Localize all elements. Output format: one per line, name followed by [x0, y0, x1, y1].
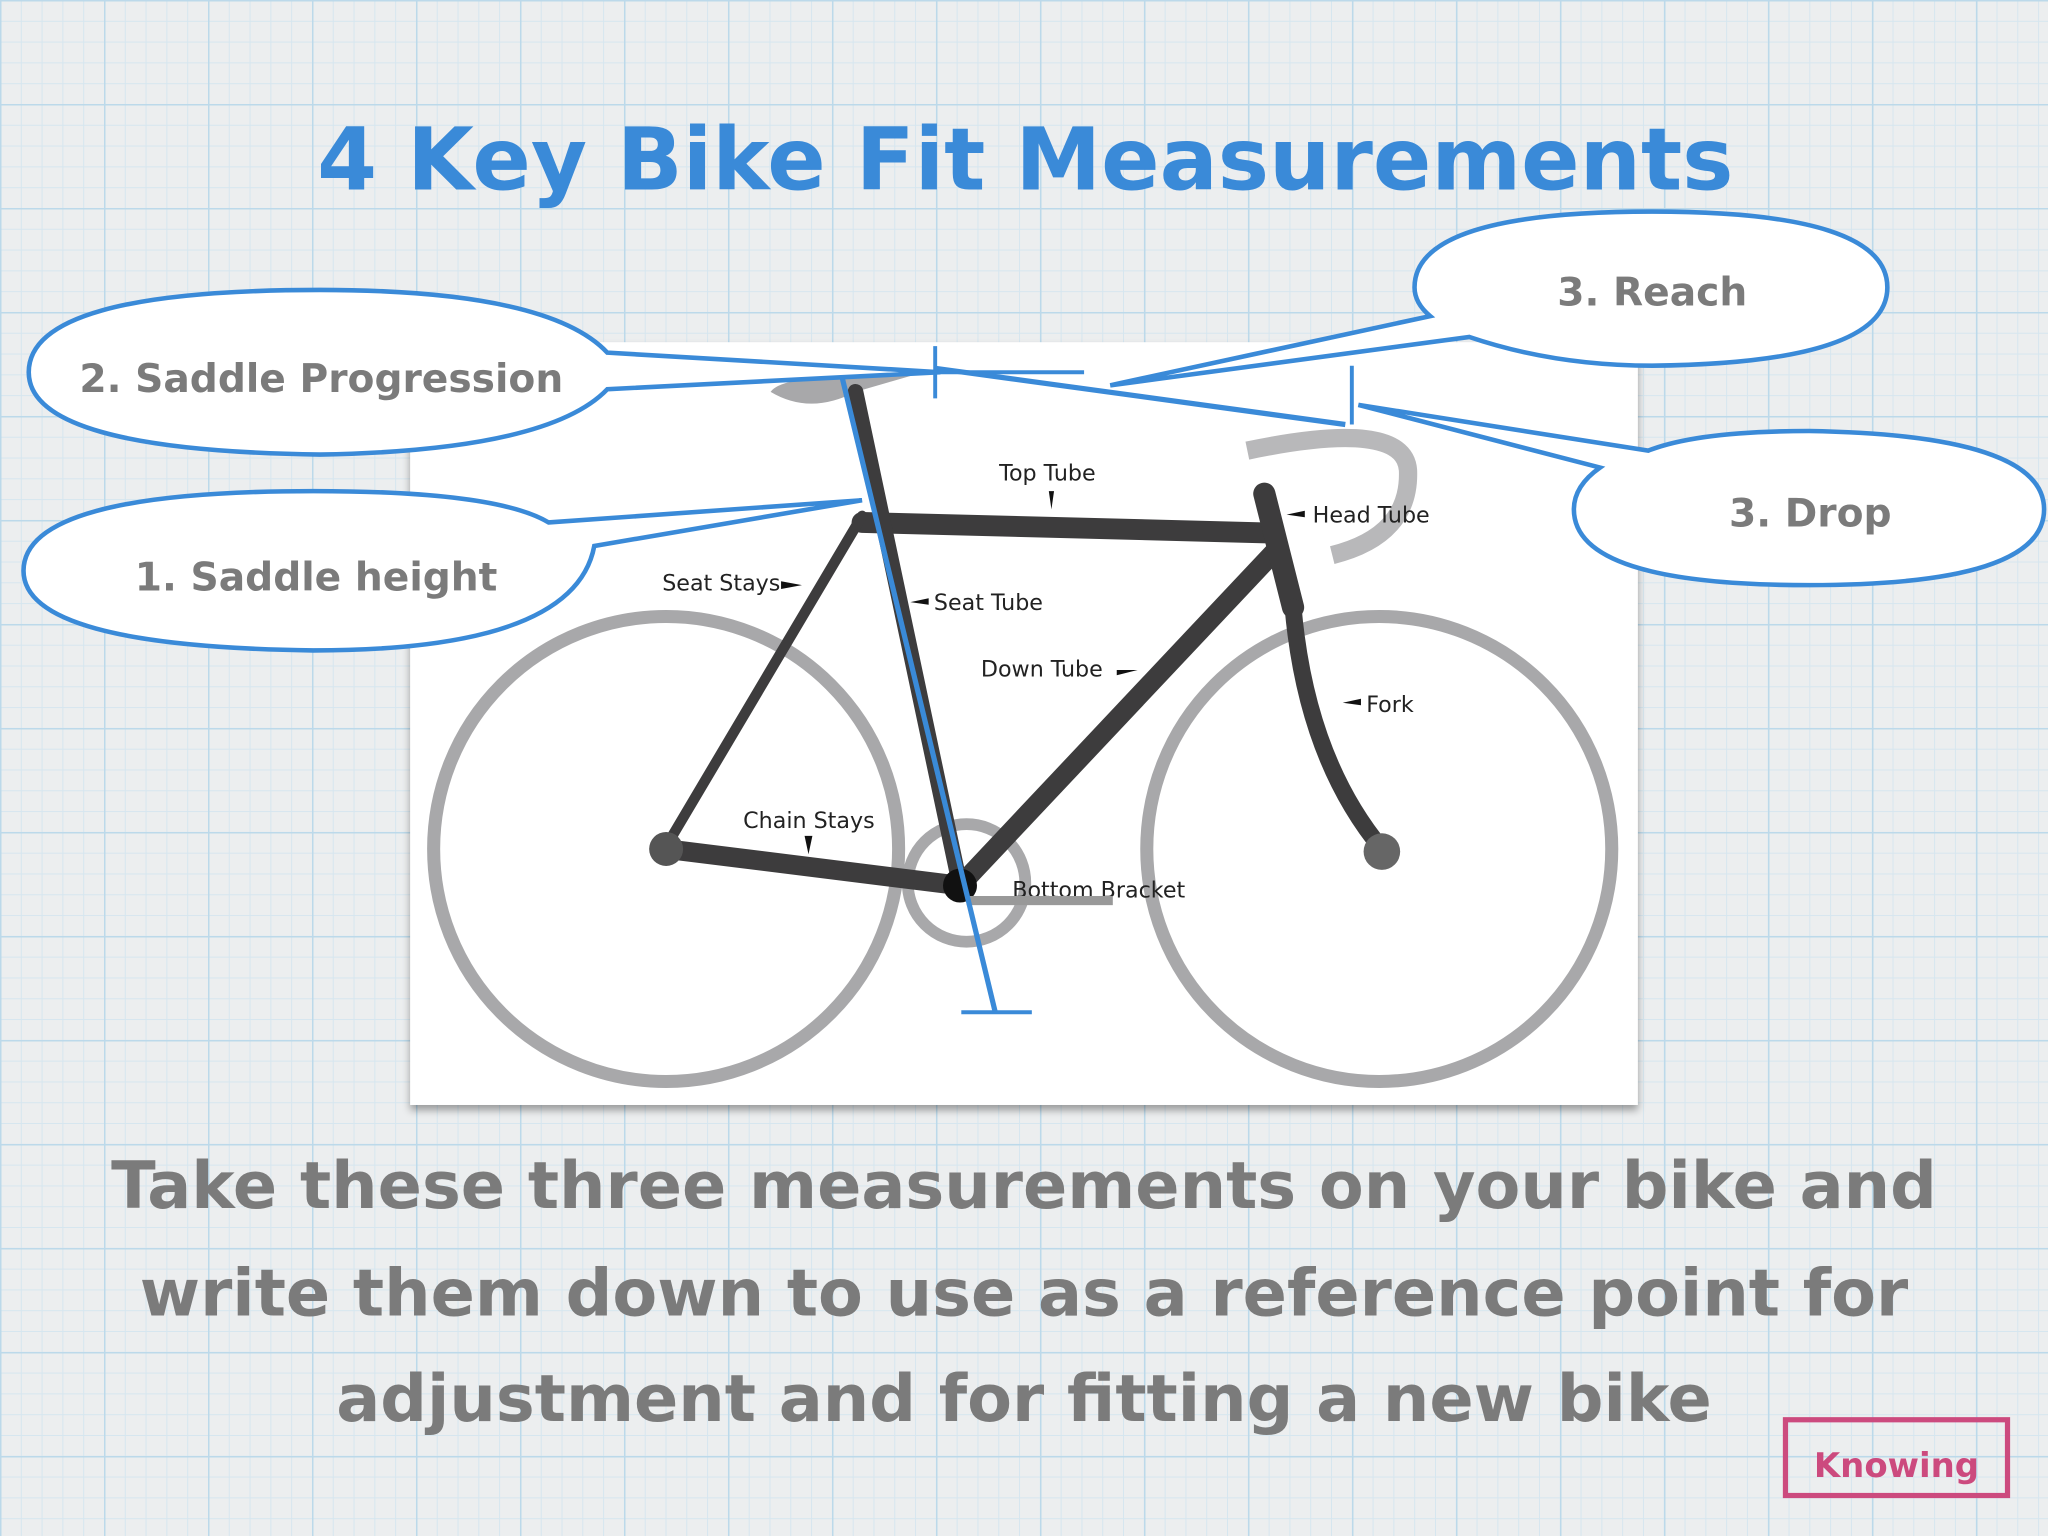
callout-text-saddle-progression: 2. Saddle Progression — [79, 357, 563, 402]
callout-drop — [1357, 402, 2047, 588]
label-top-tube: Top Tube — [998, 461, 1095, 487]
diagram-background — [410, 342, 1638, 1105]
knowing-tag: Knowing — [1814, 1446, 1979, 1486]
label-chain-stays: Chain Stays — [743, 808, 875, 834]
crank-arm — [966, 896, 1113, 906]
rear-hub — [649, 832, 684, 866]
label-fork: Fork — [1366, 692, 1414, 718]
body-line-2: write them down to use as a reference po… — [140, 1255, 1909, 1331]
callout-saddle-height — [21, 488, 863, 653]
saddle-height-line — [839, 378, 998, 1013]
head-tube — [1253, 482, 1305, 619]
handlebar — [1245, 428, 1418, 564]
body-line-3: adjustment and for fitting a new bike — [336, 1361, 1712, 1437]
callout-text-reach: 3. Reach — [1557, 271, 1747, 316]
callout-reach — [1109, 209, 1890, 388]
chain-stays — [656, 839, 970, 896]
body-line-1: Take these three measurements on your bi… — [111, 1148, 1937, 1224]
reach-line — [934, 365, 1346, 428]
label-head-tube: Head Tube — [1313, 502, 1430, 528]
callout-saddle-progression — [26, 287, 941, 457]
label-seat-tube: Seat Tube — [934, 590, 1043, 616]
page-title: 4 Key Bike Fit Measurements — [317, 110, 1733, 210]
front-wheel — [1140, 609, 1619, 1088]
callouts — [21, 209, 2047, 653]
seat-stays — [660, 510, 868, 852]
rear-wheel — [427, 609, 906, 1088]
label-seat-stays: Seat Stays — [662, 570, 780, 596]
callout-text-drop: 3. Drop — [1729, 491, 1892, 536]
fork — [1284, 598, 1391, 858]
body-text: Take these three measurements on your bi… — [111, 1148, 1937, 1437]
measurement-lines — [839, 346, 1354, 1015]
front-hub — [1363, 833, 1401, 870]
knowing-tag-box — [1782, 1417, 2011, 1499]
down-tube — [950, 538, 1288, 896]
top-tube — [851, 512, 1278, 544]
pointer-arrows — [781, 491, 1361, 855]
callout-text-saddle-height: 1. Saddle height — [135, 555, 498, 600]
bike-diagram: Top Tube Head Tube Seat Stays Seat Tube … — [410, 342, 1638, 1105]
label-down-tube: Down Tube — [981, 657, 1103, 683]
